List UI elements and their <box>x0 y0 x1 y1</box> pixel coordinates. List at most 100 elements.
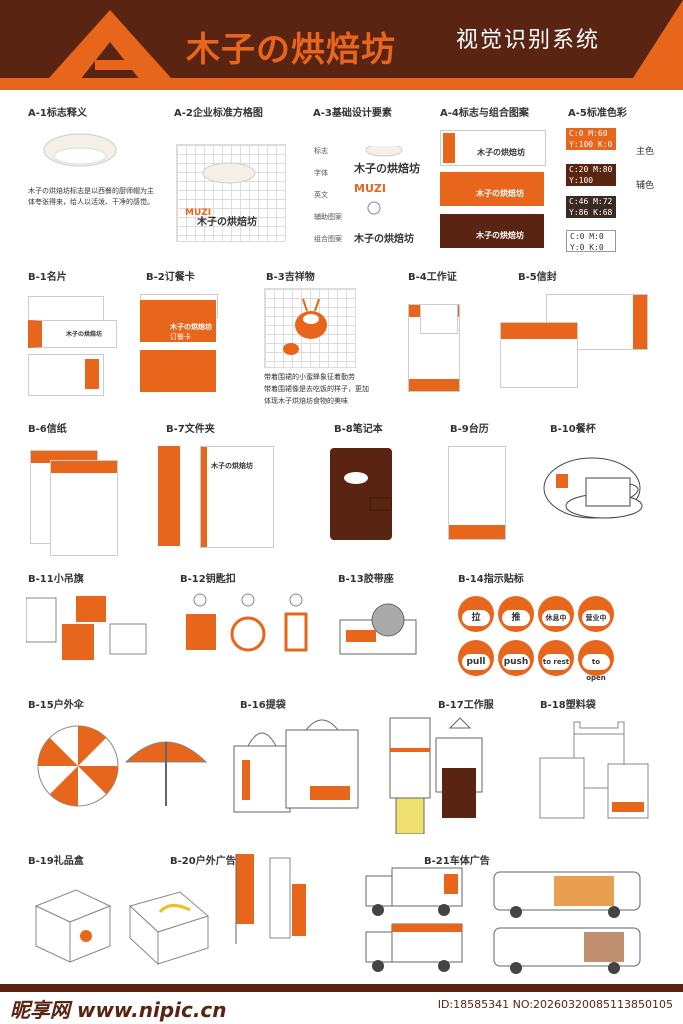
sign-pull: 拉 <box>458 596 494 632</box>
standard-grid: 木子の烘焙坊 MUZI <box>176 144 286 242</box>
cup-saucer-icon <box>543 457 643 519</box>
mascot-text-2: 体现木子烘焙坊食物的美味 <box>264 397 348 405</box>
section-b16-label: B-16提袋 <box>240 700 286 711</box>
mascot-text-0: 带着围裙的小蜜蜂象征着勤劳 <box>264 373 355 381</box>
desk-calendar <box>448 446 506 540</box>
section-b12-label: B-12钥匙扣 <box>180 574 236 585</box>
shopping-bag-icon <box>233 719 359 813</box>
a1-description: 木子の烘焙坊标志是以西餐的厨师帽为主体夸张得来，给人以活泼、干净的感觉。 <box>28 187 154 206</box>
tape-dispenser-icon <box>339 603 417 655</box>
notebook-strap-icon <box>344 472 393 511</box>
combo-orange: 木子の烘焙坊 <box>440 172 544 206</box>
order-card-title: 订餐卡 <box>170 333 191 341</box>
combo-white-tag <box>443 133 455 163</box>
a3-label-4: 组合图案 <box>314 235 342 243</box>
section-a5-label: A-5标准色彩 <box>568 108 627 119</box>
a3-label-3: 辅助图案 <box>314 213 342 221</box>
section-b14-label: B-14指示贴标 <box>458 574 524 585</box>
section-b19-label: B-19礼品盒 <box>28 856 84 867</box>
swatch-orange-l2: Y:100 K:0 <box>569 140 613 149</box>
primary-color-label: 主色 <box>636 147 655 157</box>
folder-spine <box>158 446 180 546</box>
sign-rest-en-label: to rest <box>542 654 570 670</box>
letterhead-front <box>50 460 118 556</box>
section-b21-label: B-21车体广告 <box>424 856 490 867</box>
combo-brown: 木子の烘焙坊 <box>440 214 544 248</box>
combo-white: 木子の烘焙坊 <box>440 130 546 166</box>
sign-open-label: 营业中 <box>582 610 610 626</box>
gift-box-icon <box>34 889 210 966</box>
section-b4-label: B-4工作证 <box>408 272 457 283</box>
section-b10-label: B-10餐杯 <box>550 424 596 435</box>
a3-label-0: 标志 <box>314 147 328 155</box>
section-b20-label: B-20户外广告 <box>170 856 236 867</box>
sign-open: 营业中 <box>578 596 614 632</box>
envelope-front <box>500 322 578 388</box>
swatch-white: C:0 M:0 Y:0 K:0 <box>566 230 616 252</box>
sign-open-en: to open <box>578 640 614 682</box>
triangle-logo-icon <box>40 10 180 88</box>
folder-brand: 木子の烘焙坊 <box>211 462 253 470</box>
sign-resting-label: 休息中 <box>542 610 570 626</box>
swatch-orange: C:0 M:60 Y:100 K:0 <box>566 128 616 150</box>
section-b2-label: B-2订餐卡 <box>146 272 195 283</box>
outdoor-ad-icon <box>235 854 306 944</box>
plastic-bag-icon <box>539 721 649 819</box>
section-b18-label: B-18塑料袋 <box>540 700 596 711</box>
swatch-dark-l1: C:46 M:72 <box>569 197 613 206</box>
section-b1-label: B-1名片 <box>28 272 67 283</box>
section-b5-label: B-5信封 <box>518 272 557 283</box>
a3-marks-icon: 木子の烘焙坊 MUZI 木子の烘焙坊 <box>354 146 420 245</box>
swatch-dark: C:46 M:72 Y:86 K:68 <box>566 196 616 218</box>
work-badge-tag <box>420 304 458 334</box>
swatch-brown-l2: Y:100 K:45 <box>569 176 594 196</box>
card-brand: 木子の烘焙坊 <box>66 331 103 338</box>
section-b6-label: B-6信纸 <box>28 424 67 435</box>
bee-mascot-icon <box>283 298 327 355</box>
section-b8-label: B-8笔记本 <box>334 424 383 435</box>
section-b3-label: B-3吉祥物 <box>266 272 315 283</box>
sign-rest-en: to rest <box>538 640 574 676</box>
business-card-alt <box>28 354 104 396</box>
sign-resting: 休息中 <box>538 596 574 632</box>
page-title: 木子の烘焙坊 <box>186 30 396 70</box>
grid-logo-icon: 木子の烘焙坊 MUZI <box>185 162 257 228</box>
page-footer: 昵享网 www.nipic.cn ID:18585341 NO:20260320… <box>0 984 683 1024</box>
swatch-white-l2: Y:0 K:0 <box>570 243 604 252</box>
section-b11-label: B-11小吊旗 <box>28 574 84 585</box>
chef-hat-logo-icon <box>43 133 117 167</box>
header-band <box>0 78 683 90</box>
combo-white-text: 木子の烘焙坊 <box>477 148 525 157</box>
sign-push-en-label: push <box>502 654 530 670</box>
swatch-brown-l1: C:20 M:80 <box>569 165 613 174</box>
notebook <box>330 448 393 540</box>
corner-deco-icon <box>633 0 683 78</box>
combo-orange-text: 木子の烘焙坊 <box>476 189 524 198</box>
combo-brown-text: 木子の烘焙坊 <box>476 231 524 240</box>
uniform-icon <box>389 717 483 834</box>
section-a4-label: A-4标志与组合图案 <box>440 108 529 119</box>
folder-front: 木子の烘焙坊 <box>200 446 274 548</box>
section-a3-label: A-3基础设计要素 <box>313 108 392 119</box>
a3-elements: 标志 字体 英文 辅助图案 组合图案 木子の烘焙坊 MUZI 木子の烘焙坊 <box>314 146 424 246</box>
hanging-flag-icon <box>26 596 147 660</box>
section-a1-label: A-1标志释义 <box>28 108 87 119</box>
footer-id: ID:18585341 NO:20260320085113850105 <box>437 998 673 1011</box>
footer-bar <box>0 984 683 992</box>
swatch-brown: C:20 M:80 Y:100 K:45 <box>566 164 616 196</box>
section-b17-label: B-17工作服 <box>438 700 494 711</box>
a3-label-1: 字体 <box>314 169 328 177</box>
page-header: 木子の烘焙坊 视觉识别系统 <box>0 0 683 90</box>
section-b9-label: B-9台历 <box>450 424 489 435</box>
section-a2-label: A-2企业标准方格图 <box>174 108 263 119</box>
sign-pull-label: 拉 <box>462 610 490 626</box>
order-card-brand: 木子の烘焙坊 <box>170 323 212 331</box>
grid-brand-text: 木子の烘焙坊 <box>196 215 257 228</box>
swatch-dark-l2: Y:86 K:68 <box>569 208 613 217</box>
order-card-list <box>140 350 216 392</box>
svg-text:MUZI: MUZI <box>354 182 386 195</box>
order-card-front: 木子の烘焙坊 订餐卡 <box>140 300 216 342</box>
vehicle-ad-icon <box>365 867 641 974</box>
section-b15-label: B-15户外伞 <box>28 700 84 711</box>
grid-english-text: MUZI <box>185 208 211 218</box>
